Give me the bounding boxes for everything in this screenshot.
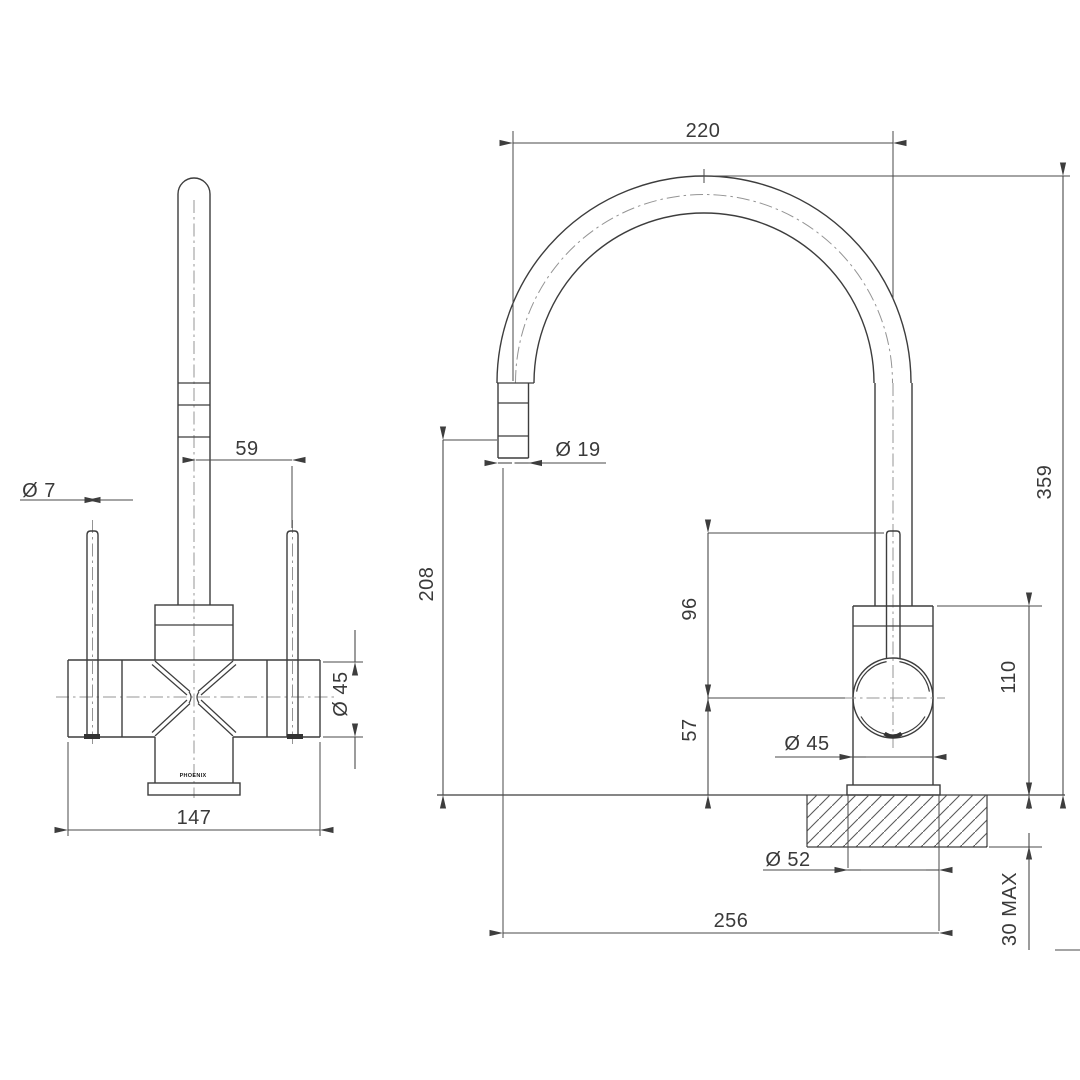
dim-lever-height-label: 96 (679, 597, 701, 620)
dim-overall-height-label: 359 (1034, 465, 1056, 500)
dim-spout-reach-label: 220 (686, 120, 721, 142)
bench-section-hatch (807, 795, 987, 847)
dim-bench-thickness: 30 MAX (989, 782, 1080, 951)
side-lever-rod (885, 530, 901, 659)
dim-overall-depth: 256 (489, 468, 953, 938)
side-view: 220 Ø 19 208 96 57 (416, 120, 1080, 951)
dim-bench-thickness-label: 30 MAX (999, 872, 1021, 946)
dim-front-body-diameter-label: Ø 45 (330, 671, 352, 716)
dim-front-body-diameter: Ø 45 (323, 630, 363, 769)
dim-hole-diameter-label: Ø 52 (765, 849, 810, 871)
dim-hole-diameter: Ø 52 (763, 849, 953, 874)
dim-lever-height: 96 (679, 519, 884, 712)
dim-side-body-diameter: Ø 45 (775, 733, 947, 761)
dim-side-body-diameter-label: Ø 45 (784, 733, 829, 755)
dim-handle-offset: 59 (182, 438, 306, 528)
left-handle-indicator (84, 734, 100, 739)
spout-inner-arc (533, 212, 875, 384)
cross-pinch-left (188, 691, 192, 704)
spout-nozzle (497, 382, 534, 459)
dim-outlet-height: 208 (416, 426, 497, 809)
dim-spout-reach: 220 (499, 120, 907, 381)
joint-indicator (883, 731, 903, 739)
dim-overall-height: 359 (1034, 162, 1067, 809)
dim-outlet-height-label: 208 (416, 567, 438, 602)
dim-centre-height-label: 57 (679, 718, 701, 741)
joint-accent-ne (899, 661, 930, 692)
dim-handle-offset-label: 59 (235, 438, 258, 460)
front-base-plate (147, 782, 241, 796)
joint-accent-nw (856, 661, 887, 692)
dim-overall-depth-label: 256 (714, 910, 749, 932)
cross-pinch-right (196, 691, 200, 704)
front-spout-pipe (177, 177, 211, 605)
spout-arc-centerline (515, 194, 893, 384)
front-handle-body (67, 659, 321, 739)
dim-overall-width-label: 147 (177, 807, 212, 829)
left-lever-rod (86, 530, 99, 737)
front-view: PHOENIX Ø 7 59 Ø 45 147 (20, 177, 363, 836)
dim-centre-height: 57 (679, 684, 845, 809)
spout-outer-arc (496, 175, 912, 384)
right-handle-indicator (287, 734, 303, 739)
dim-outlet-diameter-label: Ø 19 (555, 439, 600, 461)
dim-handle-diameter-label: Ø 7 (22, 480, 56, 502)
dim-body-height: 110 (937, 592, 1042, 809)
dim-handle-diameter: Ø 7 (20, 480, 133, 504)
brand-logo: PHOENIX (180, 773, 207, 779)
dim-outlet-diameter: Ø 19 (484, 439, 606, 467)
dim-overall-width: 147 (54, 742, 334, 836)
right-lever-rod (286, 530, 299, 737)
side-base-plate (846, 784, 941, 796)
front-body-flange (154, 604, 234, 661)
dim-body-height-label: 110 (998, 660, 1020, 693)
